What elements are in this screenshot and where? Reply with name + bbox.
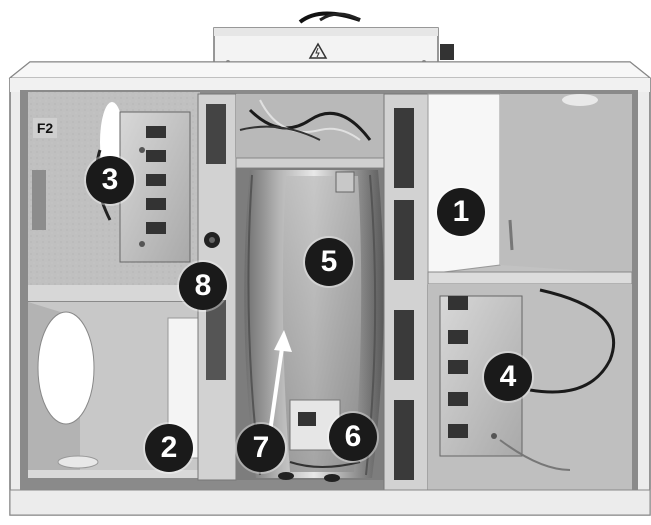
- cabinet-base: [9, 489, 651, 516]
- callout-7: 7: [237, 424, 285, 472]
- rotation-direction-arrow: [268, 330, 292, 433]
- callout-8: 8: [179, 262, 227, 310]
- callout-3: 3: [86, 156, 134, 204]
- right-lower-compartment: [428, 284, 632, 507]
- compartment-tag-f2: F2: [33, 118, 57, 138]
- callout-2: 2: [145, 424, 193, 472]
- wiring-compartment: [235, 94, 385, 169]
- callout-5: 5: [305, 238, 353, 286]
- right-partition: [383, 93, 429, 491]
- high-voltage-warning-icon: [308, 42, 328, 59]
- callout-4: 4: [484, 353, 532, 401]
- callout-6: 6: [329, 413, 377, 461]
- callout-1: 1: [437, 188, 485, 236]
